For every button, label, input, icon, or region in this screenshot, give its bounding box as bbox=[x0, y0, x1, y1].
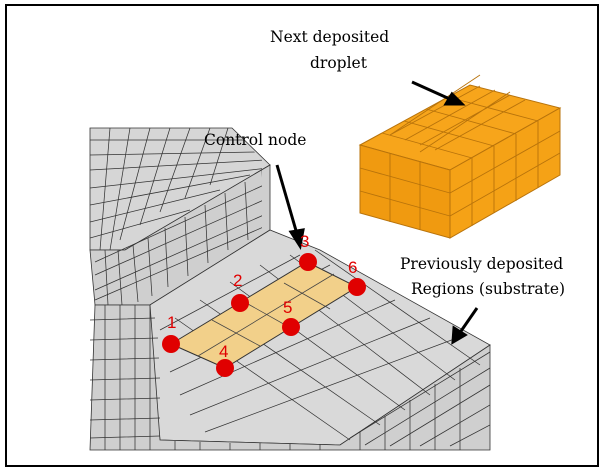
node-6-marker bbox=[348, 278, 366, 296]
droplet-callout-line1: Next deposited bbox=[270, 28, 389, 46]
node-2-label: 2 bbox=[233, 271, 242, 290]
control-nodes: 1 2 3 4 5 6 bbox=[162, 232, 366, 377]
arrow-substrate bbox=[457, 307, 479, 335]
node-1-marker bbox=[162, 335, 180, 353]
node-5-label: 5 bbox=[283, 298, 292, 317]
droplet-callout-line2: droplet bbox=[310, 54, 368, 72]
arrows bbox=[275, 80, 479, 345]
arrow-droplet bbox=[411, 80, 453, 102]
next-droplet-block bbox=[358, 74, 562, 239]
node-1-label: 1 bbox=[167, 313, 176, 332]
node-4-marker bbox=[216, 359, 234, 377]
callouts: Next deposited droplet Control node Prev… bbox=[204, 28, 565, 298]
arrow-substrate-head bbox=[451, 325, 468, 345]
arrow-droplet-head bbox=[443, 91, 466, 106]
node-5-marker bbox=[282, 318, 300, 336]
substrate-callout-line2: Regions (substrate) bbox=[411, 280, 565, 298]
node-3-label: 3 bbox=[300, 232, 309, 251]
control-node-callout: Control node bbox=[204, 131, 306, 149]
node-6-label: 6 bbox=[348, 258, 357, 277]
arrow-control-node-head bbox=[288, 228, 305, 250]
node-4-label: 4 bbox=[219, 342, 228, 361]
node-3-marker bbox=[299, 253, 317, 271]
node-2-marker bbox=[231, 294, 249, 312]
arrow-control-node bbox=[275, 164, 299, 235]
substrate-callout-line1: Previously deposited bbox=[400, 255, 563, 273]
